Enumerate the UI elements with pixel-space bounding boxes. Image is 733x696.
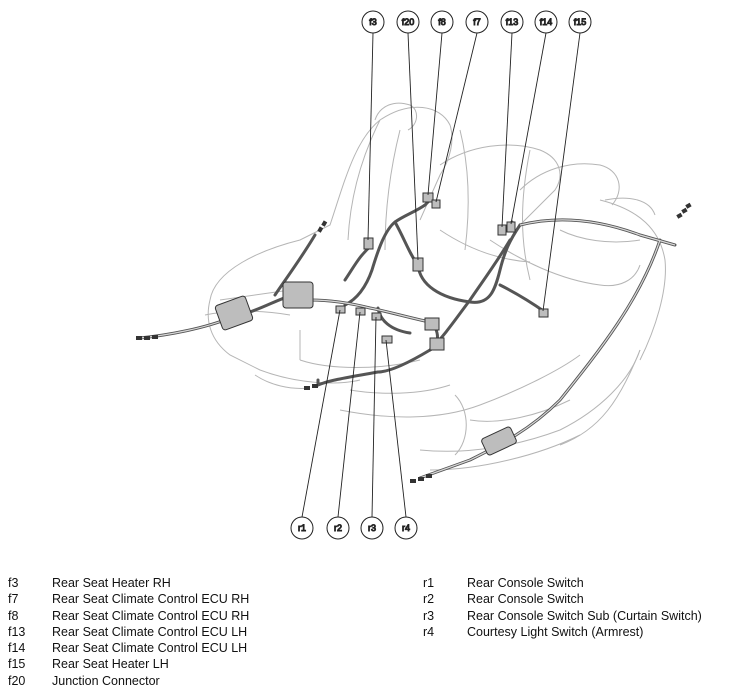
connector-r4 <box>381 335 393 344</box>
callout-label: f14 <box>540 17 553 27</box>
connector-r1 <box>335 305 346 314</box>
legend-row-r1: r1 Rear Console Switch <box>423 575 702 591</box>
legend-row-f20: f20 Junction Connector <box>8 673 249 689</box>
legend-code: f14 <box>8 641 26 656</box>
connectors <box>214 192 549 456</box>
wire-harness-highlight <box>139 219 676 479</box>
legend-label: Rear Seat Climate Control ECU LH <box>52 641 248 656</box>
callout-label: f3 <box>369 17 377 27</box>
legend-code: f20 <box>8 673 26 688</box>
callout-f7: f7 <box>465 10 489 34</box>
legend-code: f7 <box>8 592 19 607</box>
callout-f20: f20 <box>396 10 420 34</box>
callout-label: r1 <box>298 523 306 533</box>
callout-label: r3 <box>368 523 376 533</box>
legend-label: Rear Seat Climate Control ECU RH <box>52 592 250 607</box>
connector-f7 <box>431 199 441 209</box>
callout-label: f8 <box>438 17 446 27</box>
legend-row-f3: f3 Rear Seat Heater RH <box>8 575 249 591</box>
connector-body <box>481 426 517 456</box>
legend-code: f13 <box>8 624 26 639</box>
connector-r2 <box>355 307 366 316</box>
callout-r4: r4 <box>394 516 418 540</box>
legend-code: r3 <box>423 608 435 623</box>
legend-row-f13: f13 Rear Seat Climate Control ECU LH <box>8 624 249 640</box>
legend-code: f15 <box>8 657 26 672</box>
callout-label: f20 <box>402 17 415 27</box>
leader-lines <box>301 32 581 518</box>
callout-label: r2 <box>334 523 342 533</box>
callout-label: f15 <box>574 17 587 27</box>
callouts-bottom: r1 r2 r3 r4 <box>290 516 418 540</box>
connector-r3 <box>371 312 382 321</box>
callouts-top: f3 f20 f8 f7 f13 f14 f15 <box>361 10 592 34</box>
legend-row-f8: f8 Rear Seat Climate Control ECU RH <box>8 608 249 624</box>
callout-r2: r2 <box>326 516 350 540</box>
legend-row-r3: r3 Rear Console Switch Sub (Curtain Switc… <box>423 608 702 624</box>
callout-r3: r3 <box>360 516 384 540</box>
legend-row-f15: f15 Rear Seat Heater LH <box>8 656 249 672</box>
ecu-box <box>282 281 314 309</box>
legend-code: r2 <box>423 592 435 607</box>
callout-f14: f14 <box>534 10 558 34</box>
callout-f8: f8 <box>430 10 454 34</box>
legend-code: r1 <box>423 576 435 590</box>
legend-code: f3 <box>8 576 19 590</box>
legend-label: Rear Console Switch <box>467 592 584 607</box>
connector-body <box>214 295 254 331</box>
legend-code: r4 <box>423 624 435 639</box>
legend-code: f8 <box>8 608 19 623</box>
wiring-diagram: f3 f20 f8 f7 f13 f14 f15 r1 r2 r3 r4 <box>136 10 692 540</box>
legend-label: Rear Console Switch <box>467 576 584 590</box>
connector-f3 <box>363 237 374 250</box>
legend-row-f14: f14 Rear Seat Climate Control ECU LH <box>8 640 249 656</box>
legend-label: Courtesy Light Switch (Armrest) <box>467 624 644 639</box>
callout-label: f13 <box>506 17 519 27</box>
seat-outline <box>204 102 666 471</box>
legend-label: Rear Console Switch Sub (Curtain Switch) <box>467 608 702 623</box>
legend-row-r2: r2 Rear Console Switch <box>423 591 702 607</box>
callout-r1: r1 <box>290 516 314 540</box>
legend-label: Rear Seat Climate Control ECU RH <box>52 608 250 623</box>
legend-label: Rear Seat Heater RH <box>52 576 171 590</box>
callout-f15: f15 <box>568 10 592 34</box>
callout-f3: f3 <box>361 10 385 34</box>
wire-ends <box>136 202 692 483</box>
connector-body <box>429 337 445 351</box>
legend-label: Rear Seat Climate Control ECU LH <box>52 624 248 639</box>
callout-f13: f13 <box>500 10 524 34</box>
legend-row-r4: r4 Courtesy Light Switch (Armrest) <box>423 624 702 640</box>
callout-label: f7 <box>473 17 481 27</box>
legend-label: Rear Seat Heater LH <box>52 657 169 672</box>
legend-row-f7: f7 Rear Seat Climate Control ECU RH <box>8 591 249 607</box>
legend-label: Junction Connector <box>52 673 160 688</box>
connector-body <box>424 317 440 331</box>
callout-label: r4 <box>402 523 410 533</box>
